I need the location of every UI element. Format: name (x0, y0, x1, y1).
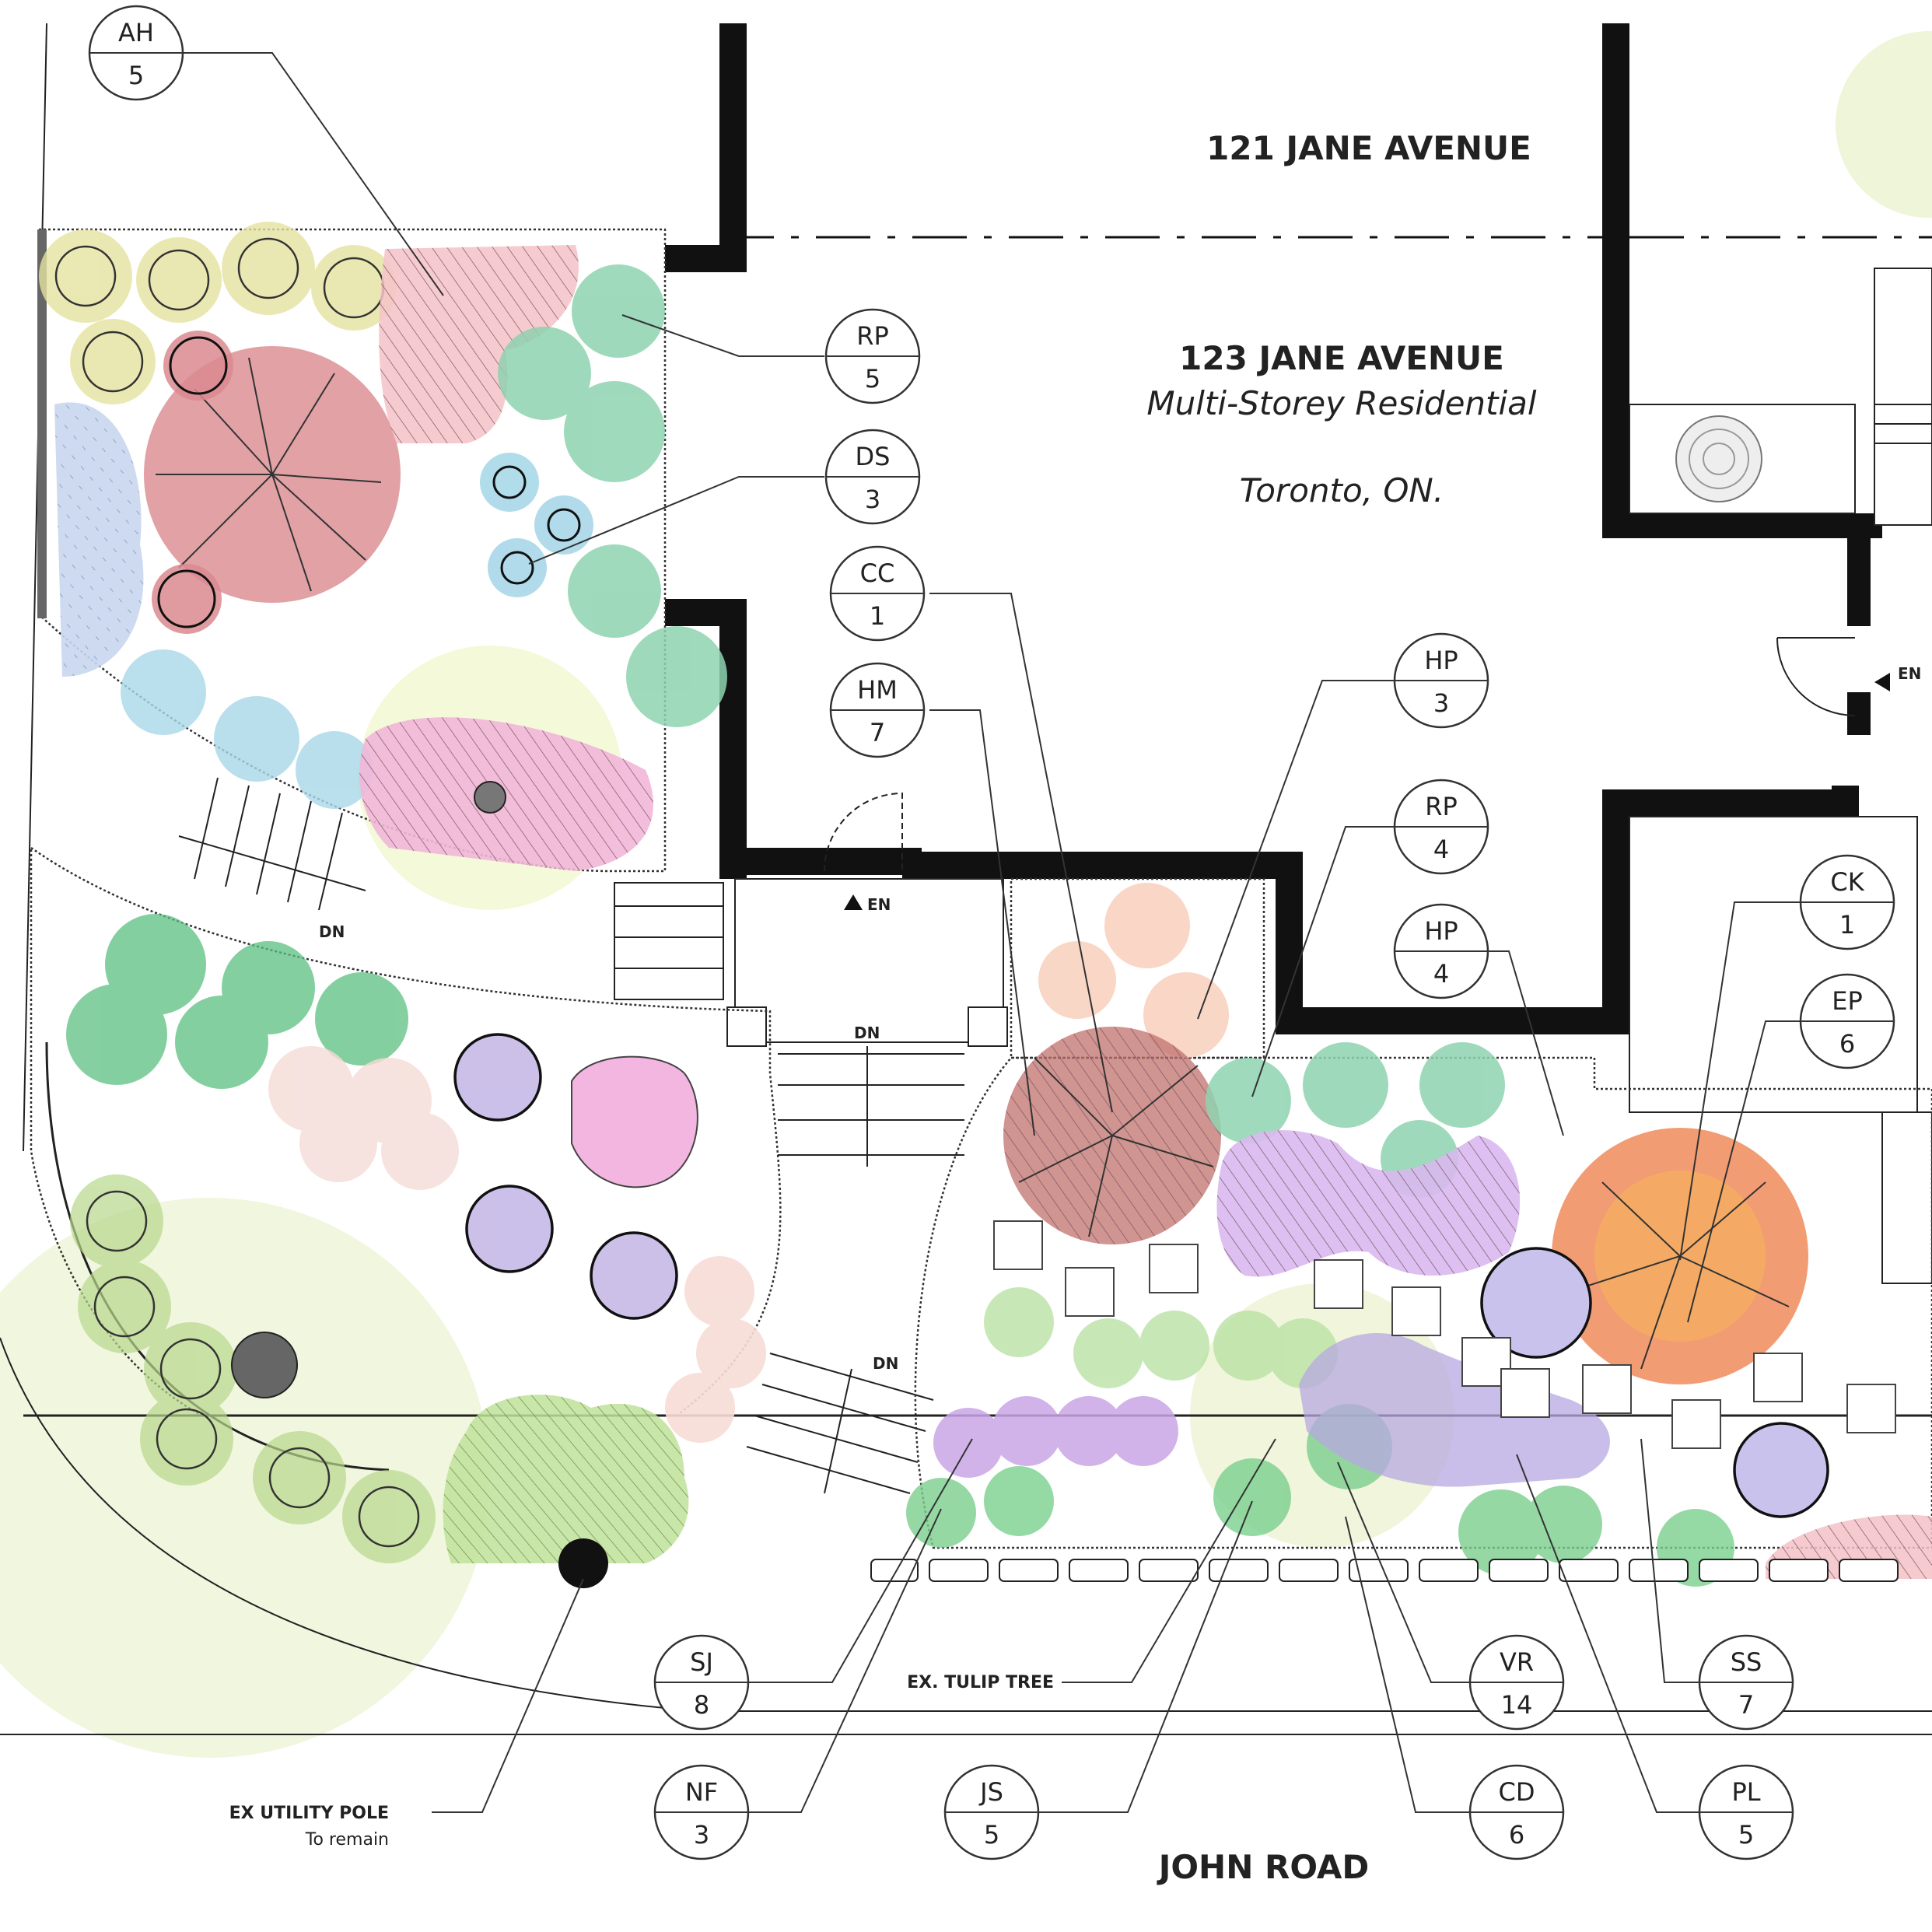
entry-stairs (178, 777, 1008, 1494)
tag-code: HP (1424, 646, 1458, 675)
plant-tag: HP 3 (1393, 632, 1489, 729)
plant-tag: CK 1 (1799, 854, 1895, 950)
tag-qty: 3 (694, 1820, 709, 1850)
plant-tag: CC 1 (829, 545, 926, 642)
tag-code: PL (1731, 1777, 1760, 1807)
tag-qty: 8 (694, 1690, 709, 1720)
tag-code: HP (1424, 916, 1458, 946)
tag-code: CD (1499, 1777, 1535, 1807)
utility-pole-label: EX UTILITY POLE (229, 1804, 389, 1823)
entrance-label: EN (1898, 664, 1921, 683)
entrance-label: EN (867, 895, 891, 914)
tag-qty: 1 (1839, 910, 1855, 940)
plant-tag: EP 6 (1799, 973, 1895, 1069)
down-label: DN (854, 1024, 880, 1042)
tag-code: CC (860, 558, 895, 588)
tag-code: SJ (690, 1647, 713, 1677)
down-label: DN (319, 922, 345, 941)
planting-lower-left (66, 914, 766, 1588)
tag-qty: 3 (1433, 688, 1449, 718)
tag-code: CK (1830, 867, 1864, 897)
tag-code: VR (1500, 1647, 1534, 1677)
tag-code: JS (978, 1777, 1003, 1807)
utility-pole-icon (558, 1538, 608, 1588)
tag-qty: 14 (1501, 1690, 1533, 1720)
building-walls (665, 23, 1932, 1284)
plant-tag: RP 4 (1393, 779, 1489, 875)
entrance-arrow-icon (844, 894, 863, 910)
plant-tag: PL 5 (1698, 1764, 1794, 1860)
tag-qty: 1 (870, 601, 885, 631)
neighbor-address: 121 JANE AVENUE (1206, 129, 1531, 167)
plant-tag: HP 4 (1393, 903, 1489, 999)
plant-tag: SS 7 (1698, 1634, 1794, 1731)
plant-tag: NF 3 (653, 1764, 750, 1860)
down-label: DN (873, 1354, 898, 1373)
plant-tag: VR 14 (1468, 1634, 1565, 1731)
utility-pole-note: To remain (305, 1830, 389, 1850)
tag-qty: 7 (1738, 1690, 1754, 1720)
tag-code: RP (856, 321, 889, 351)
tag-code: DS (856, 442, 891, 471)
tag-qty: 7 (870, 718, 885, 747)
tag-qty: 4 (1433, 835, 1449, 864)
tag-code: AH (118, 18, 154, 47)
entrance-arrow-icon (1874, 673, 1890, 691)
tag-code: RP (1425, 792, 1458, 821)
site-type: Multi-Storey Residential (1146, 384, 1537, 422)
tag-qty: 5 (128, 61, 144, 90)
plant-tags: AH5 RP5 DS3 CC1 HM7 HP3 RP4 HP4 CK1 EP6 … (88, 5, 1895, 1860)
annotations: EX. TULIP TREE EX UTILITY POLE To remain (229, 1673, 1054, 1850)
tag-code: HM (857, 675, 898, 705)
leader-lines (184, 52, 1801, 1813)
tag-qty: 5 (1738, 1820, 1754, 1850)
plant-tag: CD 6 (1468, 1764, 1565, 1860)
tag-qty: 6 (1509, 1820, 1524, 1850)
street-name: JOHN ROAD (1157, 1848, 1370, 1886)
tag-code: SS (1731, 1647, 1762, 1677)
planting-top-left (39, 222, 727, 871)
planting-right (870, 883, 1932, 1587)
site-address: 123 JANE AVENUE (1179, 339, 1504, 377)
tag-qty: 6 (1839, 1029, 1855, 1059)
stair-labels: EN EN DN DN DN (319, 664, 1921, 1373)
plant-tag: DS 3 (824, 429, 921, 525)
plant-tag: HM 7 (829, 662, 926, 758)
tag-qty: 5 (984, 1820, 999, 1850)
plant-tag: RP 5 (824, 308, 921, 404)
tulip-tree-label: EX. TULIP TREE (907, 1673, 1054, 1692)
plant-tag: JS 5 (943, 1764, 1040, 1860)
title-block: 121 JANE AVENUE 123 JANE AVENUE Multi-St… (1146, 129, 1537, 1886)
plant-tag: AH 5 (88, 5, 184, 101)
tag-qty: 4 (1433, 959, 1449, 989)
tag-code: EP (1832, 986, 1863, 1016)
tag-qty: 3 (865, 485, 880, 514)
tag-qty: 5 (865, 364, 880, 394)
plant-tag: SJ 8 (653, 1634, 750, 1731)
tag-code: NF (685, 1777, 718, 1807)
city: Toronto, ON. (1240, 471, 1444, 509)
